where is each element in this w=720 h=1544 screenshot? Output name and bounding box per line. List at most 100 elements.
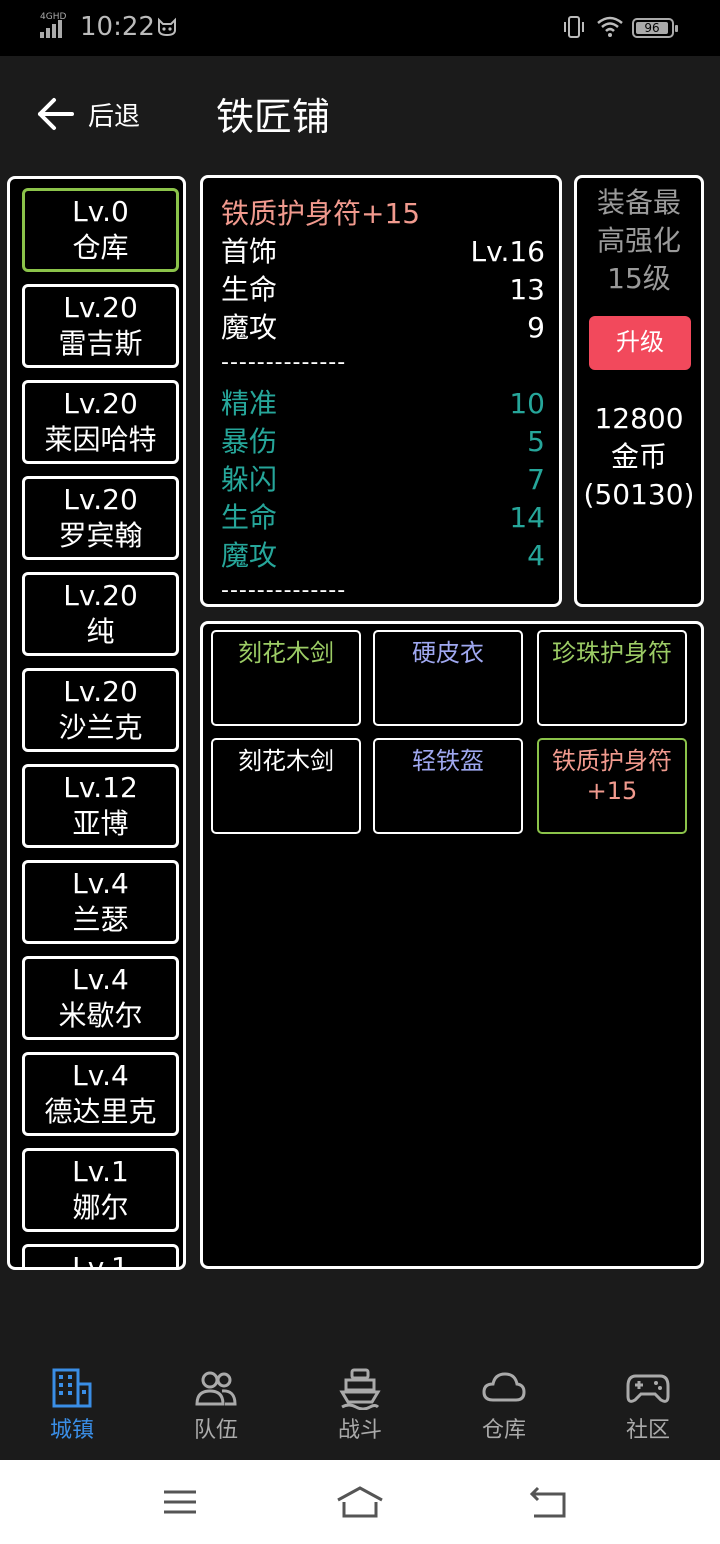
tab-battle[interactable]: 战斗: [288, 1346, 432, 1460]
max-enhance-line: 高强化: [596, 224, 681, 257]
tab-label: 仓库: [481, 1418, 526, 1443]
character-level: Lv.20: [63, 675, 138, 708]
bonus-stat-label: 精准: [221, 387, 278, 420]
character-level: Lv.12: [63, 771, 138, 804]
base-stat-value: 13: [509, 273, 545, 306]
character-name: 莱因哈特: [44, 423, 157, 456]
equipment-slot[interactable]: 铁质护身符+15: [537, 738, 687, 834]
tab-label: 队伍: [193, 1418, 238, 1443]
equipment-slot[interactable]: 珍珠护身符: [537, 630, 687, 726]
equipment-name: 刻花木剑: [238, 747, 334, 775]
cellular-signal-icon: 4GHD: [38, 12, 72, 42]
character-level: Lv.4: [72, 963, 129, 996]
character-item[interactable]: Lv.1: [22, 1244, 179, 1267]
character-name: 娜尔: [72, 1191, 129, 1224]
character-name: 雷吉斯: [58, 327, 143, 360]
bonus-stat-row: 生命 14: [221, 499, 545, 537]
tab-town[interactable]: 城镇: [0, 1346, 144, 1460]
status-bar: 4GHD 10:22 96: [0, 0, 720, 56]
character-name: 纯: [86, 615, 115, 648]
city-icon: [52, 1368, 92, 1408]
tab-label: 战斗: [337, 1418, 382, 1443]
cost-amount: 12800: [594, 402, 684, 435]
character-name: 米歇尔: [58, 999, 143, 1032]
item-name-row: 铁质护身符+15: [221, 195, 545, 233]
battery-level: 96: [636, 22, 668, 34]
character-level: Lv.0: [72, 195, 129, 228]
system-navigation: [0, 1460, 720, 1544]
clock: 10:22: [80, 12, 155, 42]
bonus-stat-value: 7: [527, 463, 545, 496]
equipment-slot[interactable]: 刻花木剑: [211, 630, 361, 726]
tab-community[interactable]: 社区: [576, 1346, 720, 1460]
item-detail-panel: 铁质护身符+15 首饰 Lv.16 生命 13 魔攻 9 -----------…: [200, 175, 562, 607]
bonus-stat-label: 躲闪: [221, 463, 278, 496]
home-button[interactable]: [330, 1482, 390, 1522]
tab-label: 社区: [625, 1418, 670, 1443]
cost-unit: 金币: [610, 440, 667, 473]
bonus-stat-value: 4: [527, 539, 545, 572]
back-system-button[interactable]: [520, 1482, 580, 1522]
divider: --------------: [221, 578, 347, 603]
equipment-name: 刻花木剑: [238, 639, 334, 667]
bonus-stat-label: 生命: [221, 501, 278, 534]
equipment-name: 轻铁盔: [412, 747, 484, 775]
upgrade-button[interactable]: 升级: [589, 316, 691, 370]
equipment-name: 硬皮衣: [412, 639, 484, 667]
bonus-stat-row: 精准 10: [221, 385, 545, 423]
tab-storage[interactable]: 仓库: [432, 1346, 576, 1460]
character-level: Lv.1: [72, 1155, 129, 1188]
character-level: Lv.20: [63, 387, 138, 420]
upgrade-cost: 12800 金币 (50130): [577, 400, 701, 514]
vibrate-icon: [562, 14, 586, 46]
base-stat-label: 魔攻: [221, 311, 278, 344]
max-enhance-info: 装备最 高强化 15级: [577, 184, 701, 298]
gamepad-icon: [626, 1374, 670, 1403]
team-icon: [195, 1371, 237, 1406]
character-level: Lv.20: [63, 291, 138, 324]
bonus-stat-label: 暴伤: [221, 425, 278, 458]
menu-button[interactable]: [150, 1482, 210, 1522]
battery-icon: 96: [632, 18, 678, 38]
back-button[interactable]: 后退: [34, 92, 154, 136]
item-level: Lv.16: [470, 235, 545, 268]
character-name: 罗宾翰: [58, 519, 143, 552]
equipment-slot[interactable]: 硬皮衣: [373, 630, 523, 726]
back-arrow-icon: [38, 98, 74, 130]
bonus-stat-row: 暴伤 5: [221, 423, 545, 461]
cat-notification-icon: [156, 16, 178, 43]
item-name: 铁质护身符+15: [221, 197, 421, 230]
character-level: Lv.4: [72, 867, 129, 900]
character-name: 兰瑟: [72, 903, 129, 936]
character-name: 沙兰克: [58, 711, 143, 744]
gold-balance: (50130): [583, 478, 695, 511]
bonus-stat-value: 10: [509, 387, 545, 420]
tab-label: 城镇: [49, 1418, 94, 1443]
battle-ship-icon: [339, 1368, 381, 1410]
equipment-slot[interactable]: 刻花木剑: [211, 738, 361, 834]
character-name: 亚博: [72, 807, 129, 840]
tab-team[interactable]: 队伍: [144, 1346, 288, 1460]
base-stat-row: 生命 13: [221, 271, 545, 309]
equipment-slot[interactable]: 轻铁盔: [373, 738, 523, 834]
base-stat-label: 生命: [221, 273, 278, 306]
header: 后退 铁匠铺: [0, 56, 720, 168]
max-enhance-line: 装备最: [596, 186, 681, 219]
back-label: 后退: [88, 102, 141, 132]
divider: --------------: [221, 350, 347, 375]
return-icon: [529, 1486, 566, 1518]
base-stat-row: 魔攻 9: [221, 309, 545, 347]
character-name: 仓库: [72, 231, 129, 264]
